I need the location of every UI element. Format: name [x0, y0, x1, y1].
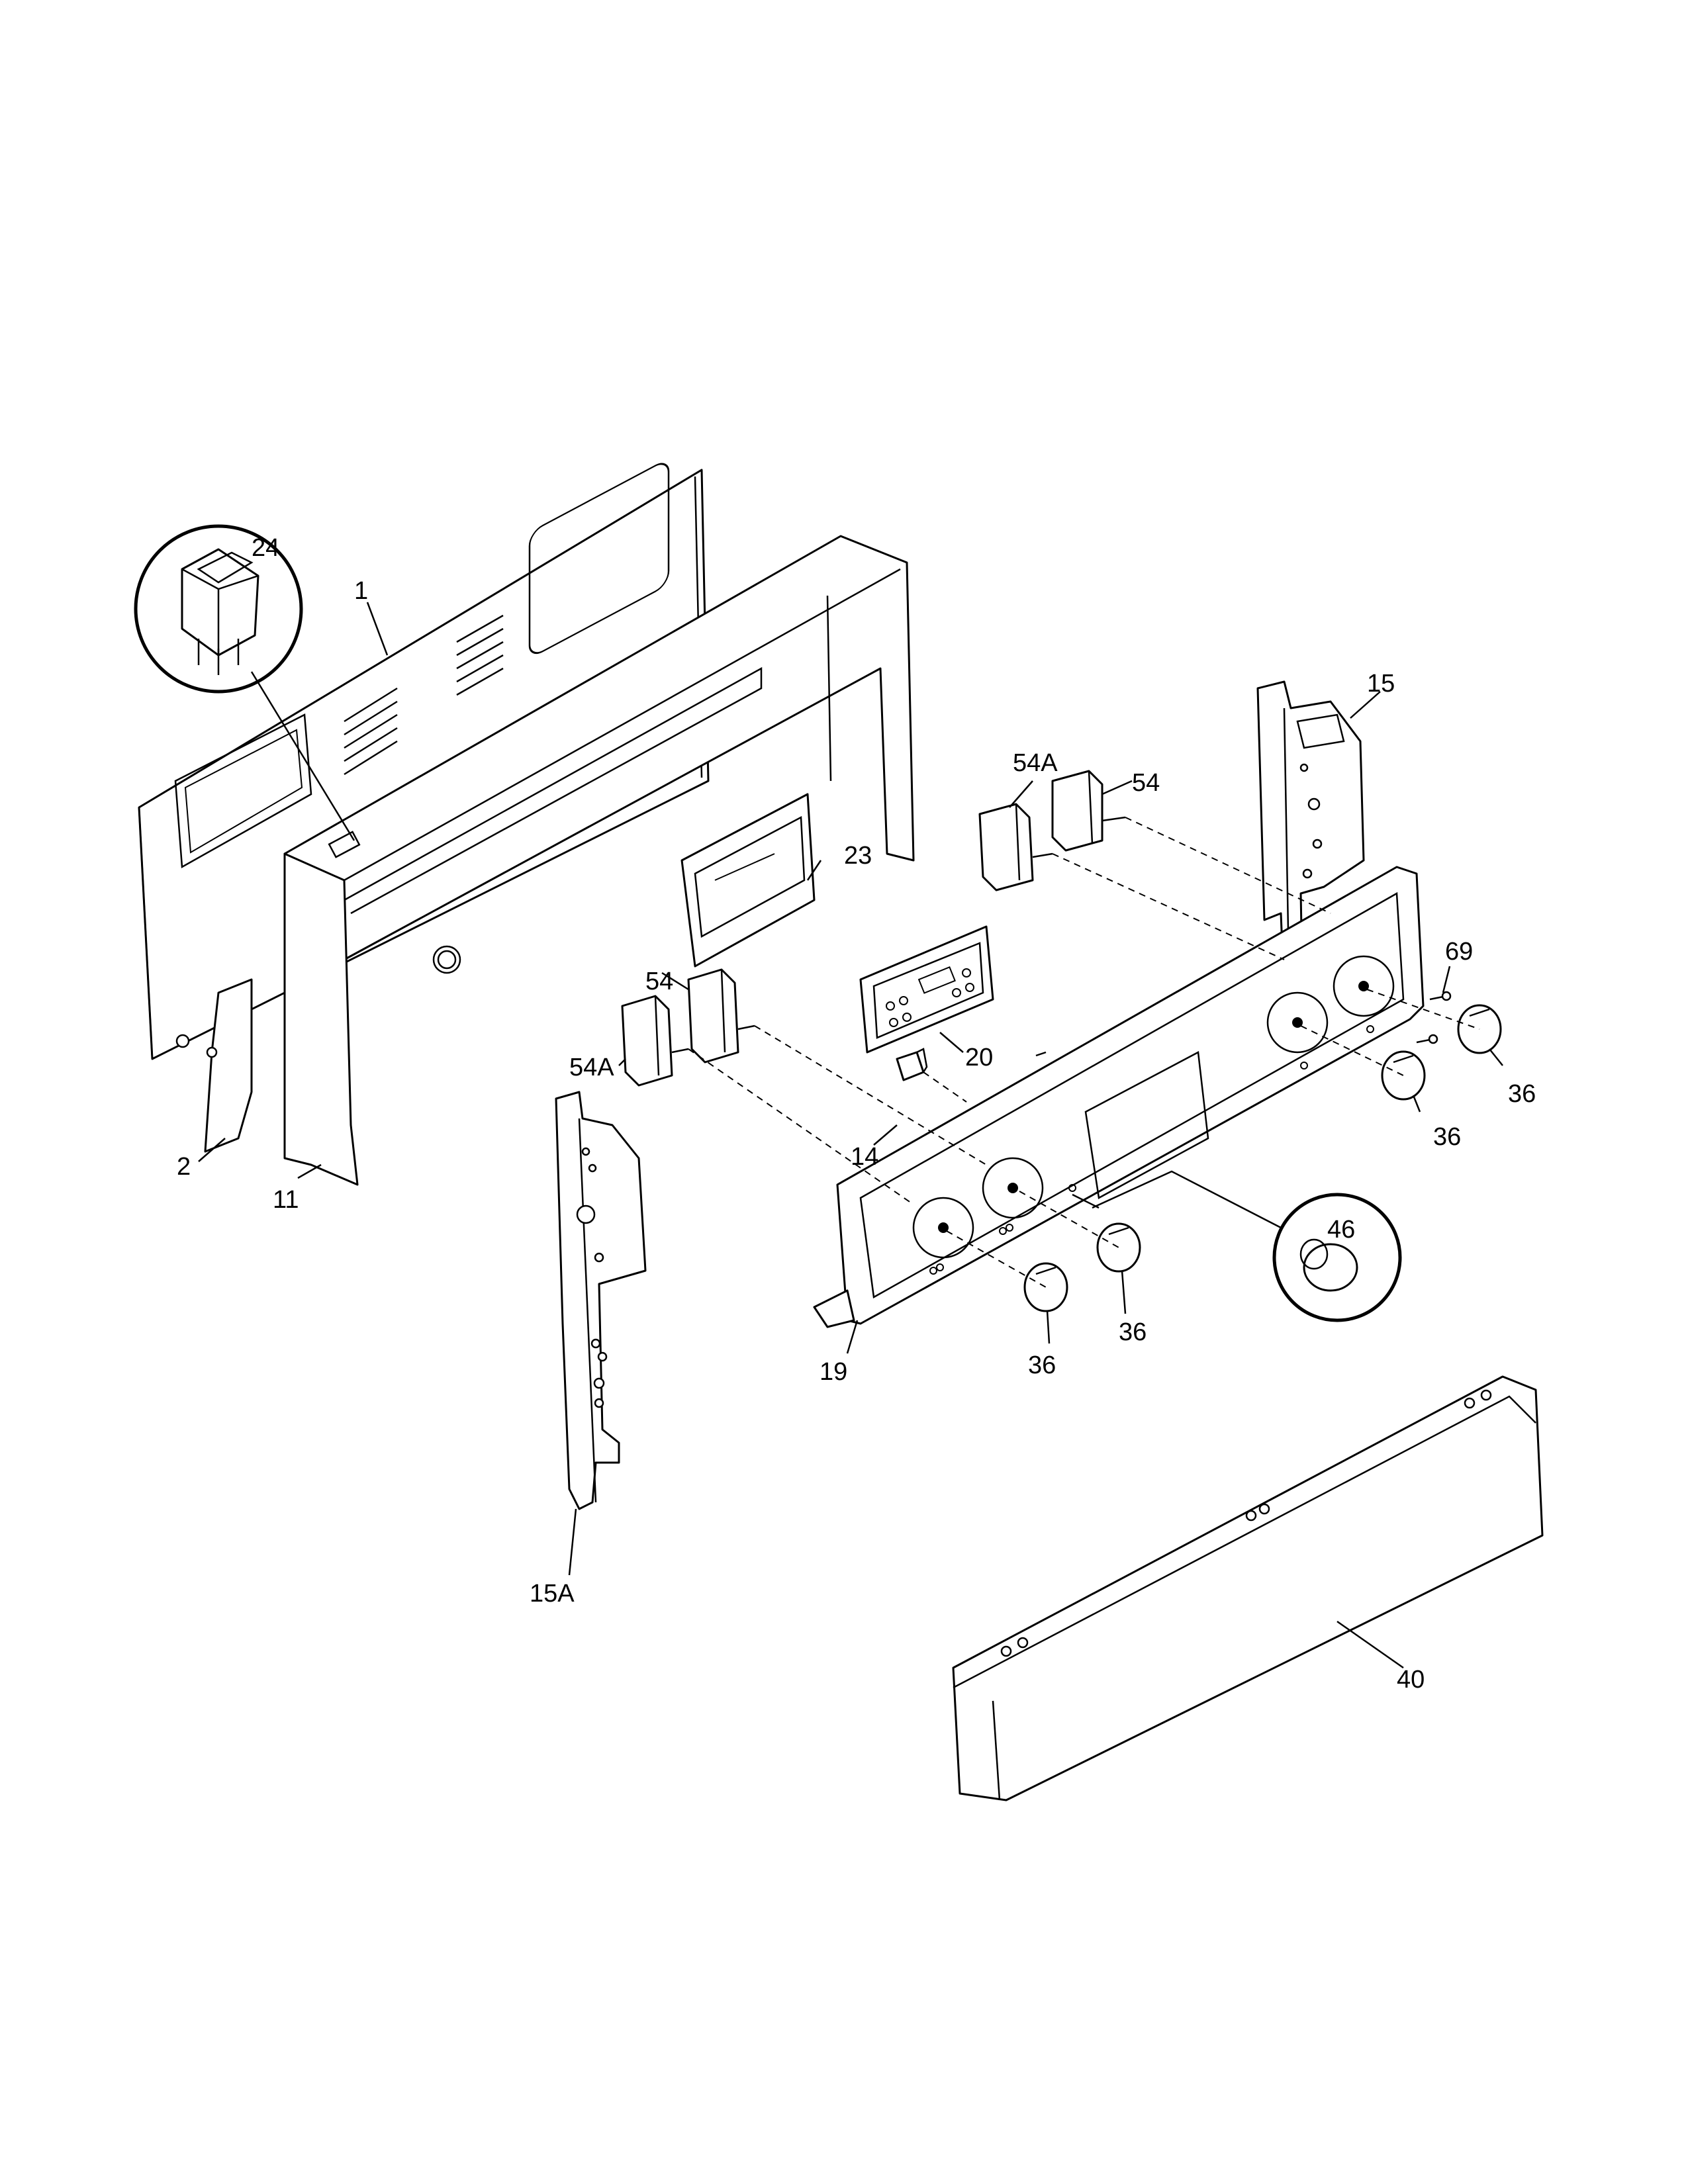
lower-bracket-part: [204, 978, 253, 1153]
backguard-strip-part: [952, 1375, 1544, 1801]
timer-buttons: [886, 968, 974, 1027]
timer-board-part: [859, 925, 994, 1054]
control-knob-b: [1096, 1222, 1141, 1273]
label-36-c: 36: [1433, 1123, 1461, 1151]
label-36-a: 36: [1028, 1351, 1056, 1379]
label-46: 46: [1327, 1216, 1355, 1244]
back-panel-part: [138, 463, 710, 1060]
label-36-d: 36: [1508, 1080, 1536, 1108]
label-23: 23: [844, 842, 872, 870]
rocker-switch-callout: [134, 524, 355, 841]
leader-lines: [198, 602, 1503, 1669]
infinite-switch-lower-54a: [621, 995, 689, 1087]
infinite-switch-lower-54: [687, 968, 755, 1064]
side-bracket-15a-part: [555, 1091, 647, 1510]
control-knob-a: [1023, 1262, 1068, 1312]
part-labels: 1 2 11 14 15 15A 19 20 23 24 36 36 36 36…: [177, 534, 1536, 1694]
knob-callout-46: [1072, 1170, 1402, 1322]
label-54-lower: 54: [645, 968, 673, 995]
assembly-lines: [688, 817, 1480, 1288]
screws-part: [1416, 991, 1452, 1044]
vent-slots: [344, 614, 504, 776]
infinite-switch-upper-54a: [978, 803, 1053, 891]
label-15: 15: [1367, 670, 1395, 698]
label-1: 1: [354, 577, 368, 605]
label-15a: 15A: [530, 1580, 575, 1608]
label-54a-upper: 54A: [1013, 749, 1058, 777]
label-2: 2: [177, 1153, 191, 1181]
label-20: 20: [965, 1044, 993, 1071]
label-54a-lower: 54A: [569, 1054, 614, 1081]
control-panel-part: [813, 866, 1425, 1328]
control-housing-part: [283, 535, 915, 1186]
label-11: 11: [273, 1186, 299, 1214]
label-14: 14: [851, 1143, 878, 1171]
bracket-23-part: [680, 793, 816, 968]
label-69: 69: [1445, 938, 1473, 966]
small-switch-part: [896, 1048, 928, 1081]
label-54-upper: 54: [1132, 769, 1160, 797]
infinite-switch-upper-54: [1051, 770, 1126, 852]
label-19: 19: [820, 1358, 847, 1386]
label-36-b: 36: [1119, 1318, 1147, 1346]
control-knob-c: [1381, 1050, 1426, 1101]
label-24: 24: [252, 534, 279, 562]
label-40: 40: [1397, 1666, 1425, 1694]
